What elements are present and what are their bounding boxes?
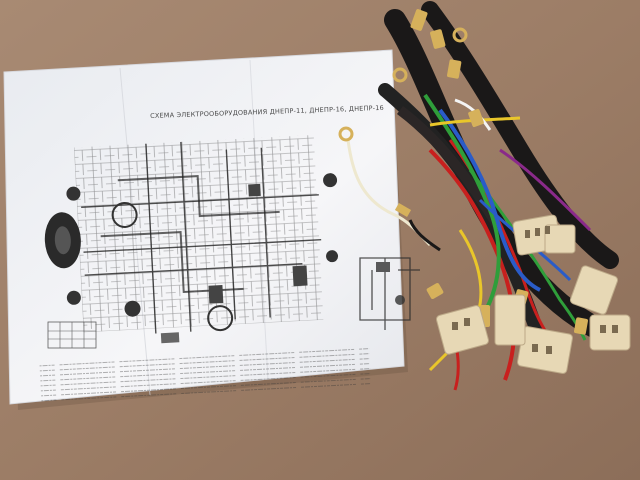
ring-terminal [338,126,354,142]
connector-slots [452,226,618,354]
spade-terminal [394,203,412,217]
wiring-harness [378,1,619,391]
legend-table [47,321,97,349]
ignition-sub-diagram [359,257,420,330]
schematic-drawing [44,134,339,344]
connectors [435,214,631,374]
legend-text-lines [39,347,372,403]
loose-wire [408,219,441,252]
